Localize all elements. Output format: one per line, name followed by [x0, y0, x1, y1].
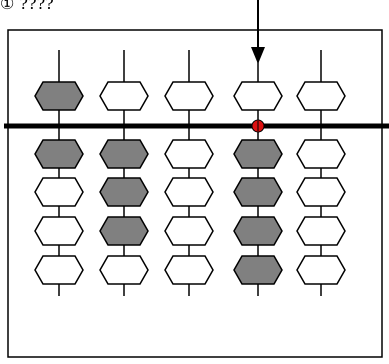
lower-bead-rod-3-2 — [164, 177, 214, 207]
upper-bead-rod-2 — [99, 81, 149, 111]
lower-bead-rod-2-4 — [99, 255, 149, 285]
upper-bead-rod-5 — [296, 81, 346, 111]
lower-bead-rod-1-1 — [34, 139, 84, 169]
lower-bead-rod-5-1 — [296, 139, 346, 169]
lower-bead-rod-5-3 — [296, 216, 346, 246]
lower-bead-rod-2-3 — [99, 216, 149, 246]
lower-bead-rod-5-2 — [296, 177, 346, 207]
lower-bead-rod-2-1 — [99, 139, 149, 169]
lower-bead-rod-4-2 — [233, 177, 283, 207]
lower-bead-rod-4-4 — [233, 255, 283, 285]
lower-bead-rod-4-3 — [233, 216, 283, 246]
question-caption: ① ???? — [0, 0, 54, 13]
lower-bead-rod-3-3 — [164, 216, 214, 246]
lower-bead-rod-3-4 — [164, 255, 214, 285]
lower-bead-rod-3-1 — [164, 139, 214, 169]
lower-bead-rod-4-1 — [233, 139, 283, 169]
lower-bead-rod-1-4 — [34, 255, 84, 285]
upper-bead-rod-1 — [34, 81, 84, 111]
abacus-frame — [7, 29, 383, 358]
lower-bead-rod-2-2 — [99, 177, 149, 207]
upper-bead-rod-4 — [233, 81, 283, 111]
lower-bead-rod-1-2 — [34, 177, 84, 207]
pointer-arrow-head — [251, 47, 265, 64]
upper-bead-rod-3 — [164, 81, 214, 111]
lower-bead-rod-5-4 — [296, 255, 346, 285]
lower-bead-rod-1-3 — [34, 216, 84, 246]
